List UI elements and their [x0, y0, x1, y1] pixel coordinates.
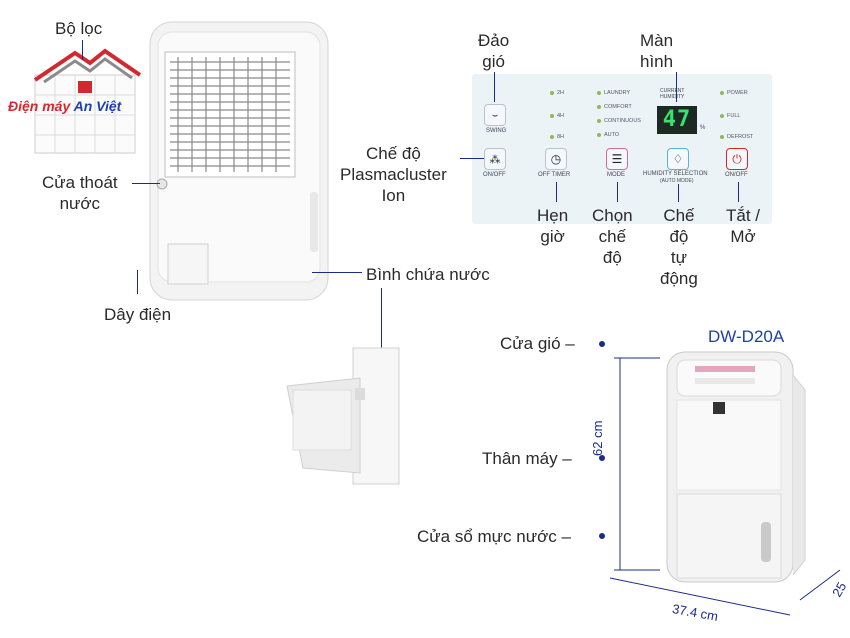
- timer-indicator-4h: 4H: [550, 113, 564, 119]
- label-power-cord: Dây điện: [104, 305, 172, 324]
- label-timer: Hẹn giờ: [537, 206, 569, 246]
- timer-indicator-2h: 2H: [550, 90, 564, 96]
- mode-button[interactable]: ☰: [606, 148, 628, 170]
- humidity-selection-button[interactable]: ♢: [667, 148, 689, 170]
- humidity-button-label: HUMIDITY SELECTION: [643, 171, 708, 177]
- dehumidifier-front-image: [666, 351, 806, 583]
- timer-indicator-8h: 8H: [550, 134, 564, 140]
- ion-button[interactable]: ⁂: [484, 148, 506, 170]
- label-body: Thân máy –: [482, 449, 572, 468]
- current-humidity-label: CURRENT HUMIDITY: [660, 88, 685, 100]
- swing-icon: ⌣: [491, 109, 499, 121]
- leader-ion: [460, 158, 484, 159]
- label-water-window: Cửa sổ mực nước –: [417, 527, 571, 546]
- model-name: DW-D20A: [708, 327, 785, 346]
- dimension-lines: [609, 357, 841, 616]
- leader-swing: [494, 72, 495, 102]
- status-indicator-power: POWER: [720, 90, 748, 96]
- label-mode: Chọn chế độ: [592, 206, 633, 267]
- dimension-height: 62 cm: [590, 420, 605, 456]
- power-button-label: ON/OFF: [725, 172, 748, 178]
- leader-tank-h: [312, 272, 362, 273]
- label-air-vent: Cửa gió –: [500, 334, 575, 353]
- leader-auto: [678, 184, 679, 202]
- filter-image: [33, 48, 142, 154]
- leader-display: [676, 72, 677, 102]
- menu-icon: ☰: [611, 152, 623, 166]
- leader-drain: [132, 183, 160, 184]
- humidity-button-sublabel: (AUTO MODE): [660, 178, 694, 184]
- brand-logo: Điện máy An Việt: [8, 98, 122, 114]
- timer-button[interactable]: ◷: [545, 148, 567, 170]
- water-tank-image: [286, 347, 400, 485]
- leader-tank-v: [381, 288, 382, 360]
- dehumidifier-rear-image: [149, 21, 329, 301]
- label-water-tank: Bình chứa nước: [366, 265, 490, 284]
- mode-indicator-laundry: LAUNDRY: [597, 90, 630, 96]
- status-indicator-defrost: DEFROST: [720, 134, 753, 140]
- leader-filter: [82, 40, 83, 60]
- mode-button-label: MODE: [607, 172, 625, 178]
- power-icon: ⏻: [732, 151, 742, 166]
- label-drain: Cửa thoát nước: [42, 173, 118, 213]
- label-onoff: Tắt / Mở: [726, 206, 761, 246]
- leader-timer: [556, 182, 557, 202]
- status-indicator-full: FULL: [720, 113, 740, 119]
- dot-body: [599, 455, 605, 461]
- leader-power: [738, 182, 739, 202]
- mode-indicator-continuous: CONTINUOUS: [597, 118, 641, 124]
- dot-air-vent: [599, 341, 605, 347]
- label-filter: Bộ lọc: [55, 19, 103, 38]
- plasmacluster-icon: ⁂: [489, 153, 501, 166]
- label-plasmacluster: Chế độ Plasmacluster Ion: [340, 144, 447, 205]
- ion-button-label: ON/OFF: [483, 172, 506, 178]
- mode-indicator-auto: AUTO: [597, 132, 619, 138]
- droplet-icon: ♢: [672, 152, 684, 166]
- power-button[interactable]: ⏻: [726, 148, 748, 170]
- humidity-display: 47: [657, 106, 697, 134]
- clock-icon: ◷: [550, 152, 562, 166]
- leader-cord: [137, 270, 138, 294]
- timer-button-label: OFF TIMER: [538, 172, 571, 178]
- label-display: Màn hình: [640, 31, 674, 71]
- humidity-unit: %: [700, 125, 706, 131]
- mode-indicator-comfort: COMFORT: [597, 104, 632, 110]
- swing-button-label: SWING: [486, 128, 507, 134]
- label-auto: Chế độ tự động: [660, 206, 698, 288]
- dot-water-window: [599, 533, 605, 539]
- label-swing: Đảo gió: [478, 31, 510, 71]
- swing-button[interactable]: ⌣: [484, 104, 506, 126]
- leader-mode: [617, 182, 618, 202]
